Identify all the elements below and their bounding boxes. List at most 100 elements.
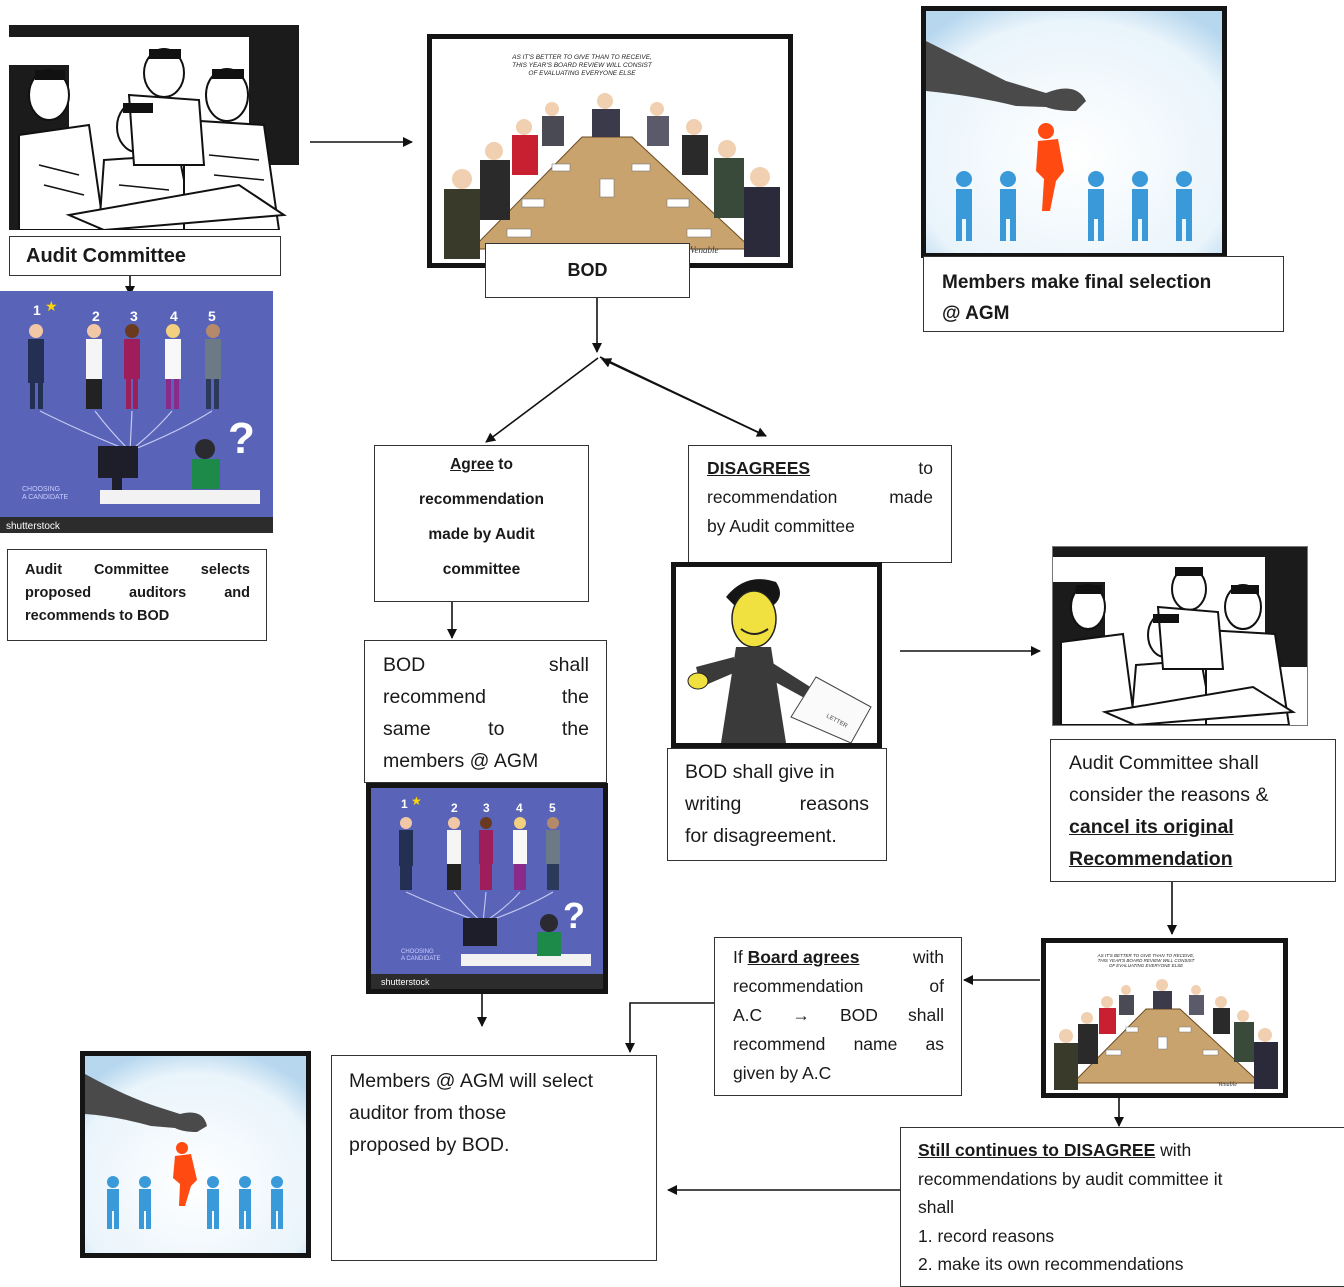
board-agrees-w5: BOD: [839, 1005, 878, 1025]
disagrees-word: DISAGREES: [707, 458, 811, 478]
board-meeting-illustration: AS IT'S BETTER TO GIVE THAN TO RECEIVE, …: [432, 39, 788, 263]
man-with-letter-illustration: LETTER: [676, 567, 877, 743]
candidate2-number-5: 5: [549, 801, 556, 815]
still-disagree-line5: 2. make its own recommendations: [918, 1254, 1184, 1274]
audit-committee-label-box: Audit Committee: [9, 236, 281, 276]
members-final-line2: @ AGM: [942, 303, 1010, 324]
audit-cancel-box: Audit Committee shall consider the reaso…: [1050, 739, 1336, 882]
disagree-box: DISAGREES to recommendation made by Audi…: [688, 445, 952, 563]
board-meeting-illustration-2: AS IT'S BETTER TO GIVE THAN TO RECEIVE, …: [1046, 943, 1283, 1093]
audit-committee-sketch-image: [9, 25, 299, 230]
members-final-line1: Members make final selection: [942, 272, 1212, 293]
candidate-number-4: 4: [170, 308, 178, 324]
bod-rec-w5: same: [383, 718, 431, 740]
bod-rec-w6: to: [488, 718, 505, 740]
board-meeting-cartoon-image: AS IT'S BETTER TO GIVE THAN TO RECEIVE, …: [427, 34, 793, 268]
board-agrees-suffix: with: [912, 947, 944, 967]
disagree-line3: by Audit committee: [707, 516, 855, 536]
meeting-caption-2: THIS YEAR'S BOARD REVIEW WILL CONSIST: [512, 62, 653, 69]
meeting-caption-3: OF EVALUATING EVERYONE ELSE: [528, 70, 636, 77]
bod-label: BOD: [567, 260, 608, 280]
star-icon-2: ★: [411, 794, 422, 808]
bod-label-box: BOD: [485, 243, 690, 298]
bod-rec-line4: members @ AGM: [383, 750, 539, 772]
audit-selects-w3: selects: [200, 562, 250, 578]
agree-line2: recommendation: [419, 491, 544, 508]
selected-person-icon-2: [173, 1142, 197, 1206]
watermark-text-2: shutterstock: [381, 977, 430, 987]
audit-selects-w4: proposed: [25, 585, 92, 601]
audit-committee-label: Audit Committee: [26, 245, 186, 267]
meeting2-caption-3: OF EVALUATING EVERYONE ELSE: [1109, 963, 1184, 968]
audit-selects-box: Audit Committee selects proposed auditor…: [7, 549, 267, 641]
board-agrees-w3: A.C: [733, 1005, 763, 1025]
audit-selects-line3: recommends to BOD: [25, 608, 170, 624]
members-select-line1: Members @ AGM will select: [349, 1070, 594, 1092]
bod-rec-w1: BOD: [383, 654, 426, 676]
members-final-selection-box: Members make final selection @ AGM: [923, 256, 1284, 332]
members-select-line2: auditor from those: [349, 1102, 507, 1124]
bod-reasons-box: BOD shall give in writing reasons for di…: [667, 748, 887, 861]
audit-cancel-line1: Audit Committee shall: [1069, 752, 1259, 774]
bod-rec-w4: the: [561, 686, 589, 708]
audit-cancel-line4: Recommendation: [1069, 848, 1233, 870]
hand-picking-person-image: [921, 6, 1227, 258]
hand-picking-person-image-2: [80, 1051, 311, 1258]
still-disagree-bold: Still continues to DISAGREE: [918, 1140, 1156, 1160]
bod-reasons-w1: writing: [685, 793, 742, 815]
candidate2-number-3: 3: [483, 801, 490, 815]
hand-selection-illustration: [926, 11, 1222, 253]
still-disagree-line2: recommendations by audit committee it: [918, 1168, 1223, 1189]
audit-selects-w1: Audit: [25, 562, 63, 578]
men-reviewing-documents-illustration-2: [1053, 547, 1307, 725]
agree-line3: made by Audit: [428, 526, 535, 543]
audit-selects-w5: auditors: [129, 585, 187, 601]
right-arrow-icon: →: [792, 1005, 810, 1025]
board-meeting-cartoon-image-2: AS IT'S BETTER TO GIVE THAN TO RECEIVE, …: [1041, 938, 1288, 1098]
watermark-text: shutterstock: [6, 521, 61, 532]
candidate2-number-4: 4: [516, 801, 523, 815]
choosing2-caption-2: A CANDIDATE: [401, 956, 441, 962]
candidates-illustration-2: 1 2 3 4 5 ★ ? CHOOSING A CANDIDATE shutt…: [371, 788, 603, 989]
audit-cancel-line3: cancel its original: [1069, 816, 1234, 838]
cartoon-signature: Venable: [690, 245, 719, 255]
agree-word: Agree: [450, 456, 494, 473]
arrow-right-back: [601, 358, 767, 437]
cartoon2-signature: Venable: [1218, 1082, 1237, 1088]
candidate-number-3: 3: [130, 308, 138, 324]
board-agrees-w9: as: [925, 1034, 944, 1054]
board-agrees-w6: shall: [908, 1005, 944, 1025]
candidate-number-2: 2: [92, 308, 100, 324]
man-handing-letter-image: LETTER: [671, 562, 882, 748]
disagree-w1: recommendation: [707, 487, 838, 507]
meeting2-caption-2: THIS YEAR'S BOARD REVIEW WILL CONSIST: [1098, 958, 1196, 963]
candidate2-number-1: 1: [401, 797, 408, 811]
bod-rec-w3: recommend: [383, 686, 486, 708]
men-reviewing-documents-illustration: [9, 25, 299, 230]
arrow-split-left: [485, 357, 599, 443]
hand-selection-illustration-2: [85, 1056, 306, 1253]
bod-rec-w7: the: [561, 718, 589, 740]
board-agrees-w7: recommend: [733, 1034, 826, 1054]
choosing-candidate-image-2: 1 2 3 4 5 ★ ? CHOOSING A CANDIDATE shutt…: [366, 783, 608, 994]
board-agrees-prefix: If: [733, 947, 748, 967]
audit-committee-sketch-image-2: [1052, 546, 1308, 726]
meeting2-caption-1: AS IT'S BETTER TO GIVE THAN TO RECEIVE,: [1097, 953, 1195, 958]
selected-person-icon: [1036, 123, 1064, 211]
board-agrees-w1: recommendation: [733, 976, 864, 996]
choosing-candidate-image: 1 2 3 4 5 ★ ? CHOOSING: [0, 291, 273, 533]
board-agrees-box: If Board agrees with recommendation of A…: [714, 937, 962, 1096]
members-select-line3: proposed by BOD.: [349, 1134, 510, 1156]
choosing-caption-1: CHOOSING: [22, 486, 60, 493]
candidate-number-5: 5: [208, 308, 216, 324]
still-disagree-box: Still continues to DISAGREE with recomme…: [900, 1127, 1344, 1287]
agree-line4: committee: [442, 561, 521, 578]
board-agrees-w2: of: [929, 976, 944, 996]
people-group-icon-2: [107, 1176, 283, 1229]
still-disagree-line3: shall: [918, 1197, 954, 1217]
people-group-icon: [956, 171, 1192, 241]
candidate-number-1: 1: [33, 302, 41, 318]
bod-reasons-line1: BOD shall give in: [685, 761, 835, 783]
bod-reasons-w2: reasons: [799, 793, 869, 815]
meeting-caption-1: AS IT'S BETTER TO GIVE THAN TO RECEIVE,: [511, 54, 652, 61]
